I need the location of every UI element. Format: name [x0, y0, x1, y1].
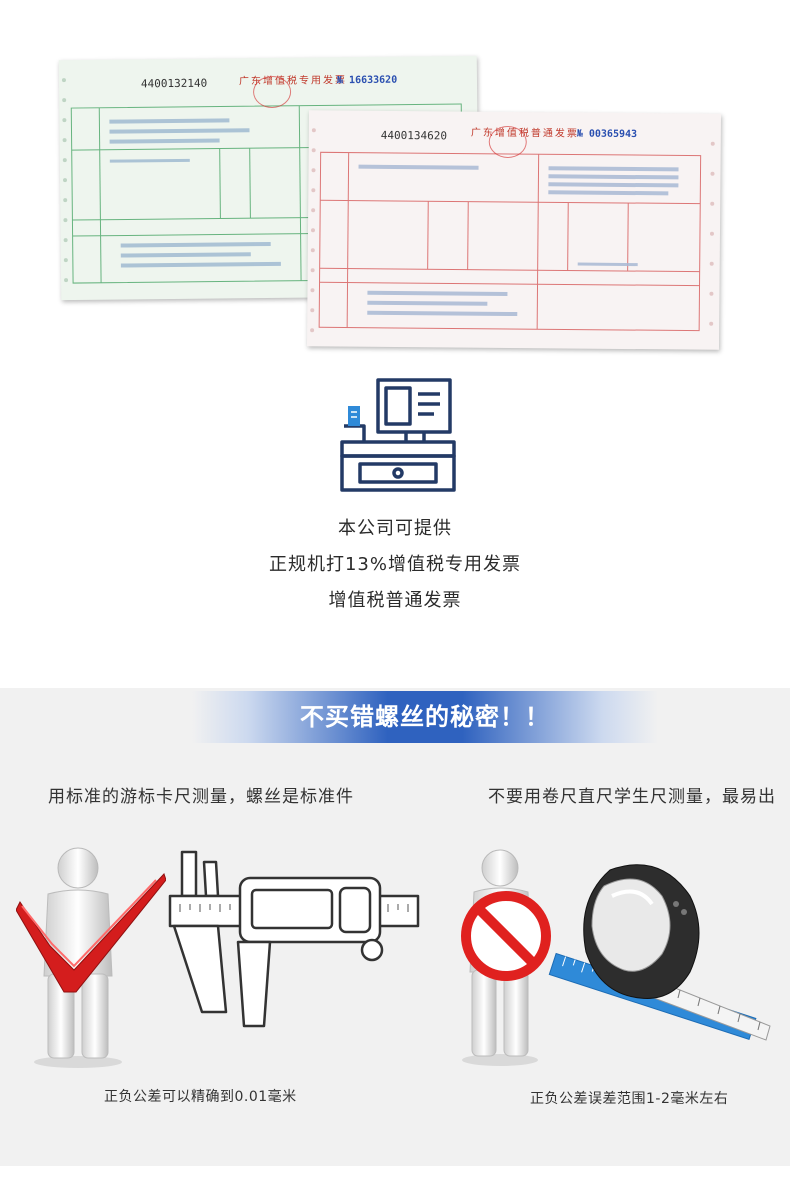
cash-register-icon — [340, 378, 456, 492]
vat-special-invoice-image: 4400132140 广东增值税专用发票 № 16633620 — [58, 55, 480, 301]
right-caption: 正负公差误差范围1-2毫米左右 — [530, 1091, 729, 1107]
right-heading: 不要用卷尺直尺学生尺测量，最易出 — [488, 787, 776, 807]
invoice-number: № 00365943 — [576, 128, 638, 141]
invoice-green-grid — [61, 78, 464, 284]
invoice-red-grid — [310, 128, 715, 333]
invoice-code: 4400132140 — [140, 76, 208, 91]
invoice-stamp — [488, 125, 527, 159]
person-prohibit-illustration — [461, 849, 551, 1066]
left-caption: 正负公差可以精确到0.01毫米 — [104, 1089, 297, 1105]
info-line-special-invoice: 正规机打13%增值税专用发票 — [268, 554, 521, 575]
secret-banner — [192, 691, 658, 743]
invoice-number: № 16633620 — [336, 74, 398, 87]
left-heading: 用标准的游标卡尺测量，螺丝是标准件 — [48, 787, 354, 807]
info-line-ordinary-invoice: 增值税普通发票 — [328, 590, 462, 611]
vat-ordinary-invoice-image: 4400134620 广东增值税普通发票 № 00365943 — [306, 110, 722, 350]
secret-banner-title: 不买错螺丝的秘密！！ — [300, 703, 550, 731]
invoice-code: 4400134620 — [380, 128, 448, 143]
person-check-illustration — [16, 847, 166, 1068]
vernier-caliper-illustration — [168, 850, 420, 1028]
tape-measure-ruler-illustration — [548, 864, 771, 1041]
info-line-company: 本公司可提供 — [338, 518, 452, 539]
